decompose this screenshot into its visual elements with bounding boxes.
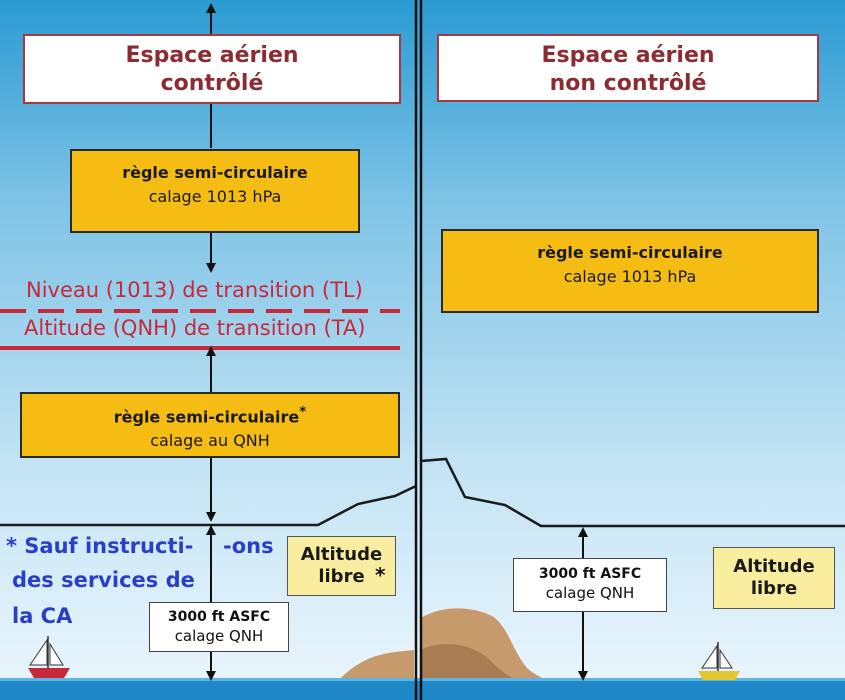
free-altitude-right-line1: Altitude	[733, 556, 815, 577]
lower-rule-star: *	[299, 405, 307, 420]
asfc-right-line2: calage QNH	[545, 584, 635, 602]
lower-rule-box: règle semi-circulaire* calage au QNH	[20, 392, 400, 458]
free-altitude-left-line1: Altitude	[300, 544, 383, 565]
free-altitude-box-right: Altitude libre	[713, 547, 835, 609]
note-line1a: * Sauf instructi-	[6, 534, 194, 558]
uncontrolled-title-line2: non contrôlé	[549, 71, 707, 96]
right-rule-line1: règle semi-circulaire	[537, 243, 723, 262]
free-altitude-left-line2: libre	[318, 566, 365, 587]
right-rule-box: règle semi-circulaire calage 1013 hPa	[441, 229, 819, 313]
asfc-box-right: 3000 ft ASFC calage QNH	[513, 558, 667, 612]
free-altitude-left-star: *	[375, 563, 386, 587]
uncontrolled-airspace-title: Espace aérien non contrôlé	[437, 34, 819, 102]
asfc-left-line1: 3000 ft ASFC	[167, 609, 271, 625]
asfc-left-line2: calage QNH	[174, 627, 264, 645]
lower-rule-line1-text: règle semi-circulaire	[113, 407, 300, 427]
terrain-line-left	[0, 484, 417, 527]
upper-rule-line2: calage 1013 hPa	[148, 187, 282, 206]
upper-rule-line1: règle semi-circulaire	[122, 163, 308, 182]
lower-rule-line2: calage au QNH	[150, 431, 270, 451]
transition-level-label: Niveau (1013) de transition (TL)	[26, 278, 363, 302]
uncontrolled-title-line1: Espace aérien	[541, 43, 715, 68]
transition-altitude-label: Altitude (QNH) de transition (TA)	[24, 316, 366, 340]
note-line1b: -ons	[223, 534, 274, 558]
controlled-title-line2: contrôlé	[160, 71, 264, 96]
upper-rule-box: règle semi-circulaire calage 1013 hPa	[70, 149, 360, 233]
note-line3: la CA	[12, 604, 73, 628]
sea	[0, 680, 845, 700]
free-altitude-box-left: Altitude libre	[287, 536, 396, 596]
lower-rule-line1: règle semi-circulaire*	[22, 401, 398, 429]
right-rule-line2: calage 1013 hPa	[563, 267, 697, 286]
asfc-box-left: 3000 ft ASFC calage QNH	[149, 602, 289, 652]
sailboat-right-icon	[698, 642, 740, 680]
free-altitude-right-line2: libre	[750, 578, 798, 599]
terrain-line-right	[420, 457, 845, 528]
note-line2: des services de	[12, 568, 195, 592]
controlled-airspace-title: Espace aérien contrôlé	[23, 34, 401, 104]
asfc-right-line1: 3000 ft ASFC	[538, 566, 642, 582]
sea-highlight	[0, 678, 845, 681]
sailboat-left-icon	[28, 636, 70, 678]
controlled-title-line1: Espace aérien	[125, 43, 299, 68]
